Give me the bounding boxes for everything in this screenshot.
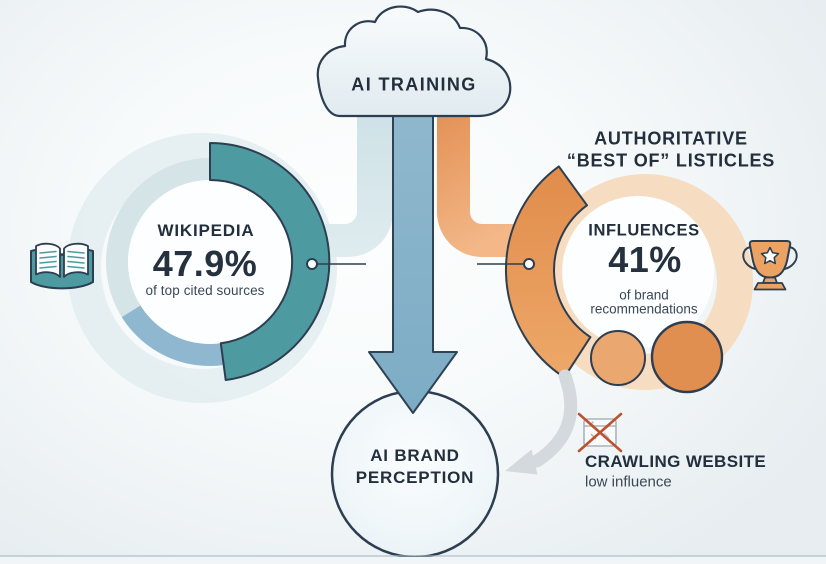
trophy-star	[760, 246, 780, 265]
trophy-icon	[742, 240, 798, 291]
wikipedia-connector-dot	[306, 258, 318, 270]
flow-band-listicles	[435, 105, 515, 257]
listicles-caption-line2: recommendations	[590, 301, 698, 317]
low-influence-arrow	[505, 369, 578, 475]
listicles-heading-line1: AUTHORITATIVE	[594, 128, 748, 149]
listicles-caption-line1: of brand	[619, 287, 669, 303]
perception-label-line2: PERCEPTION	[355, 468, 475, 487]
wikipedia-value: 47.9%	[152, 243, 258, 284]
crawling-title: CRAWLING WEBSITE	[585, 452, 767, 471]
listicles-connector	[477, 258, 535, 270]
crossed-browser-icon	[577, 412, 623, 453]
flow-band-wikipedia	[324, 105, 393, 257]
perception-label-line1: AI BRAND	[370, 446, 460, 465]
cloud-shape	[316, 5, 512, 118]
wikipedia-donut-segment-main	[209, 141, 331, 381]
listicles-value: 41%	[608, 239, 682, 280]
open-book-icon	[30, 242, 94, 290]
wikipedia-connector	[306, 258, 366, 270]
listicles-donut-segment-main	[504, 165, 592, 379]
listicles-connector-dot	[523, 258, 535, 270]
listicles-heading: AUTHORITATIVE “BEST OF” LISTICLES	[567, 129, 775, 172]
cloud-label: AI TRAINING	[351, 74, 477, 95]
orange-bubble-small	[590, 330, 646, 386]
training-to-perception-arrow	[368, 105, 458, 414]
listicles-donut-center	[562, 196, 714, 348]
bottom-margin	[0, 556, 826, 564]
bottom-divider	[0, 555, 826, 557]
listicles-heading-line2: “BEST OF” LISTICLES	[566, 150, 776, 170]
perception-label: AI BRAND PERCEPTION	[356, 445, 475, 489]
crawling-subtitle: low influence	[585, 473, 672, 491]
listicles-label: INFLUENCES	[588, 221, 700, 240]
orange-bubble-large	[650, 320, 724, 394]
wikipedia-title: WIKIPEDIA	[157, 221, 255, 240]
wikipedia-caption: of top cited sources	[145, 283, 265, 298]
wikipedia-donut-center	[128, 180, 292, 344]
cross-x-icon	[577, 412, 623, 453]
wikipedia-donut-segment-blue	[121, 305, 224, 367]
